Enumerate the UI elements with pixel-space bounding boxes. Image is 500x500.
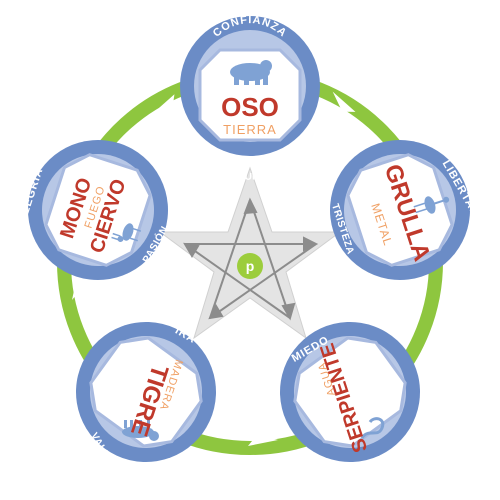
center-logo-circle xyxy=(237,253,263,279)
node-element: TIERRA xyxy=(223,122,277,137)
node-octagon xyxy=(198,48,302,142)
node-octagon xyxy=(89,336,203,448)
node-grulla xyxy=(330,140,470,280)
node-serpiente xyxy=(280,322,420,462)
node-octagon xyxy=(346,153,454,267)
tiger-icon xyxy=(122,420,159,441)
cycle-arrows xyxy=(72,91,424,446)
cycle-arrow-icon xyxy=(332,91,356,123)
cycle-arrow-icon xyxy=(408,280,424,310)
crane-icon xyxy=(413,196,450,214)
cycle-arrow-icon xyxy=(248,432,278,446)
p-logo-icon: p xyxy=(246,258,255,274)
cycle-arrow-icon xyxy=(151,94,184,115)
node-animal: OSO xyxy=(221,92,279,122)
node-oso: CONFIANZA PREOCUPACIÓN OSO TIERRA xyxy=(180,14,320,183)
node-tigre xyxy=(75,322,216,462)
cycle-arrow-icon xyxy=(72,272,90,300)
snake-icon xyxy=(360,417,385,439)
bear-icon xyxy=(230,60,272,85)
deer-icon xyxy=(111,223,142,243)
control-arrows xyxy=(183,197,319,321)
